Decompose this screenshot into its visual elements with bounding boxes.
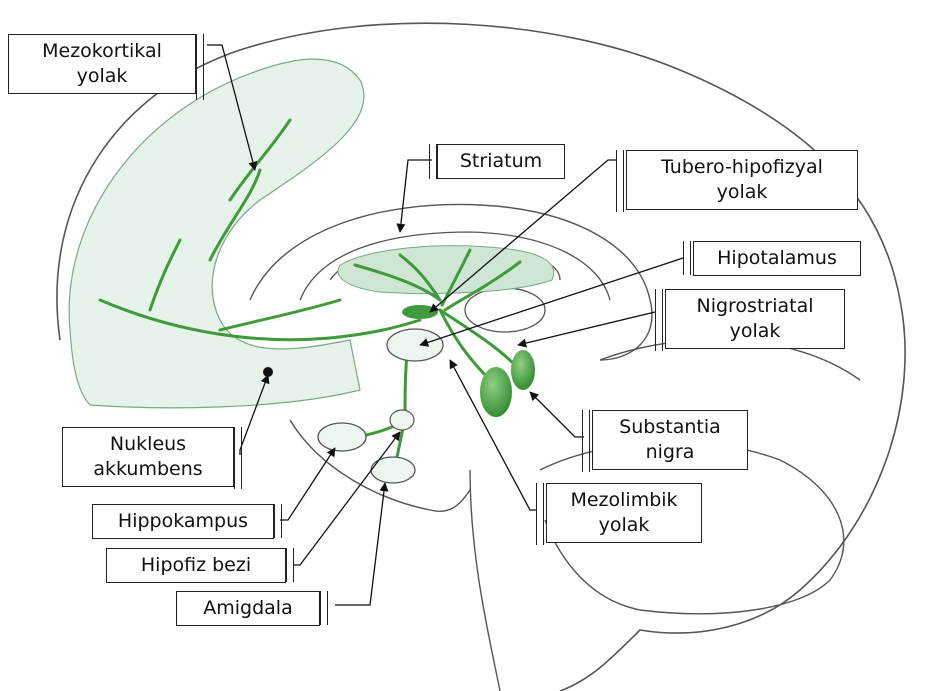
label-mezokortikal: Mezokortikal yolak	[8, 34, 196, 94]
hypothalamus-node	[387, 329, 443, 361]
label-nukleus-line1: Nukleus	[69, 432, 227, 457]
label-nukleus-line2: akkumbens	[69, 457, 227, 482]
tick-mezokortikal	[196, 34, 204, 100]
tick-amigdala	[320, 591, 328, 625]
label-mezokortikal-line2: yolak	[15, 64, 189, 89]
arrow-striatum	[400, 160, 432, 232]
label-substantia: Substantia nigra	[592, 410, 748, 470]
tick-substantia	[582, 410, 590, 472]
label-amigdala: Amigdala	[176, 591, 320, 626]
label-striatum-text: Striatum	[460, 150, 542, 172]
tick-mezolimbik	[536, 483, 544, 545]
label-tubero-line1: Tubero-hipofizyal	[633, 155, 851, 180]
label-tubero: Tubero-hipofizyal yolak	[626, 150, 858, 210]
substantia-node-1	[480, 367, 512, 417]
label-mezolimbik: Mezolimbik yolak	[546, 483, 702, 543]
cortex-region	[69, 59, 364, 408]
label-substantia-line1: Substantia	[599, 415, 741, 440]
tick-hippokampus	[274, 504, 282, 538]
thalamus-outline	[465, 288, 545, 332]
substantia-node-2	[511, 350, 535, 390]
label-hipotalamus-text: Hipotalamus	[717, 247, 837, 269]
striatal-node	[402, 305, 438, 319]
hippocampus-node	[318, 423, 366, 451]
label-hippokampus-text: Hippokampus	[118, 510, 248, 532]
label-nigrostriatal-line1: Nigrostriatal	[672, 294, 838, 319]
label-nigrostriatal: Nigrostriatal yolak	[665, 289, 845, 349]
label-mezokortikal-line1: Mezokortikal	[15, 39, 189, 64]
label-striatum: Striatum	[437, 144, 565, 179]
label-mezolimbik-line2: yolak	[553, 513, 695, 538]
tick-tubero	[616, 150, 624, 212]
label-hipotalamus: Hipotalamus	[693, 241, 861, 276]
arrow-amigdala	[335, 483, 385, 605]
arrow-hippokampus	[280, 448, 335, 520]
tick-hipotalamus	[683, 241, 691, 275]
pathway-nigro	[440, 310, 515, 365]
arrow-hipofiz	[293, 432, 400, 565]
tick-nukleus	[234, 427, 242, 489]
pituitary-node	[390, 410, 414, 430]
tick-striatum	[429, 144, 437, 179]
pathway-nigro2	[440, 310, 490, 380]
label-substantia-line2: nigra	[599, 440, 741, 465]
label-tubero-line2: yolak	[633, 180, 851, 205]
tick-nigrostriatal	[655, 289, 663, 351]
label-mezolimbik-line1: Mezolimbik	[553, 488, 695, 513]
brainstem-outline	[470, 470, 500, 691]
tick-hipofiz	[286, 548, 294, 582]
label-nukleus: Nukleus akkumbens	[62, 427, 234, 487]
pathway-mezokortikal-branch4	[220, 300, 340, 330]
label-hippokampus: Hippokampus	[92, 504, 274, 539]
label-amigdala-text: Amigdala	[203, 597, 292, 619]
arrow-nigrostriatal	[518, 312, 655, 345]
label-hipofiz-text: Hipofiz bezi	[141, 554, 251, 576]
label-nigrostriatal-line2: yolak	[672, 319, 838, 344]
label-hipofiz: Hipofiz bezi	[106, 548, 286, 583]
arrow-substantia	[530, 392, 584, 437]
